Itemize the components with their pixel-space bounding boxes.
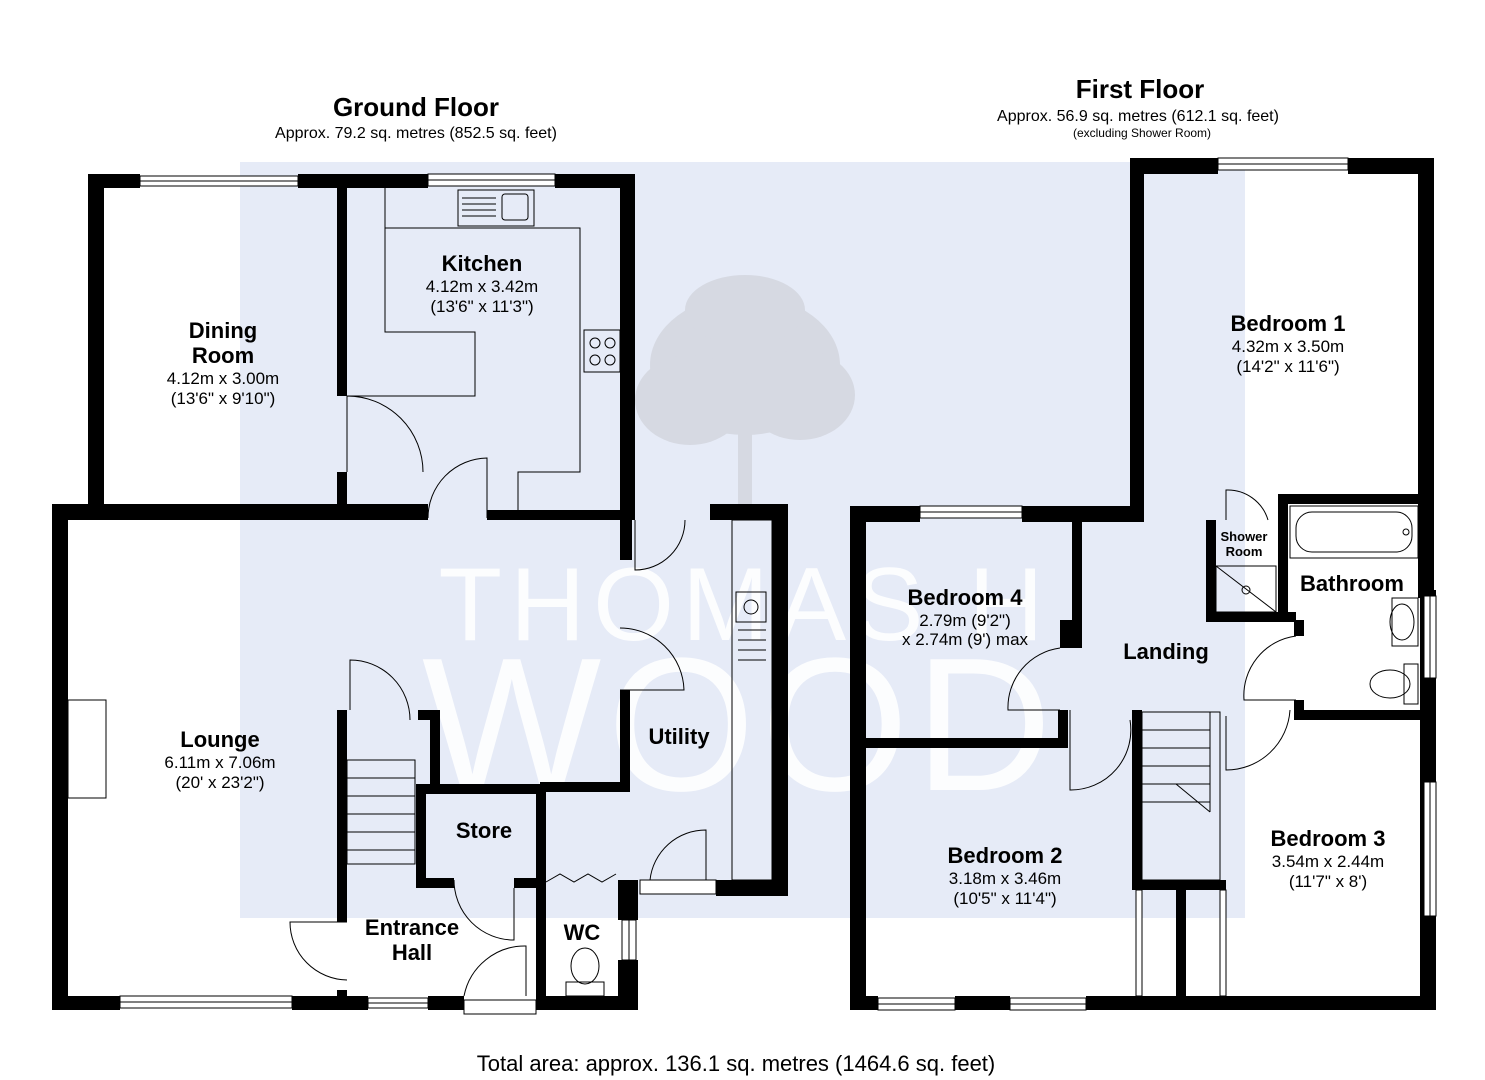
lounge-name: Lounge [180,727,259,752]
ground-floor-title: Ground Floor [333,92,499,122]
shower-room-name-1: Shower [1221,529,1268,544]
watermark-line2: WOOD [422,619,1058,831]
bedroom4-line1: 2.79m (9'2") [919,611,1010,630]
first-floor-title: First Floor [1076,74,1205,104]
bedroom3-imperial: (11'7" x 8') [1289,872,1367,891]
first-floor-doors [1007,489,1297,791]
bedroom4-line2: x 2.74m (9') max [902,630,1029,649]
dining-room-metric: 4.12m x 3.00m [167,369,279,388]
bedroom3-metric: 3.54m x 2.44m [1272,852,1384,871]
dining-room-name-2: Room [192,343,254,368]
dining-room-imperial: (13'6" x 9'10") [171,389,276,408]
bedroom1-name: Bedroom 1 [1231,311,1346,336]
ground-floor-doors [289,395,707,997]
bedroom1-imperial: (14'2" x 11'6") [1236,357,1339,376]
kitchen-imperial: (13'6" x 11'3") [430,297,533,316]
lounge-metric: 6.11m x 7.06m [164,753,275,772]
dining-room-name-1: Dining [189,318,257,343]
total-area: Total area: approx. 136.1 sq. metres (14… [477,1051,996,1076]
kitchen-name: Kitchen [442,251,523,276]
bedroom2-name: Bedroom 2 [948,843,1063,868]
wc-name: WC [564,920,601,945]
bathroom-name: Bathroom [1300,571,1404,596]
first-floor-fixtures [1141,505,1419,881]
ground-floor-area: Approx. 79.2 sq. metres (852.5 sq. feet) [275,125,557,142]
bedroom2-imperial: (10'5" x 11'4") [953,889,1056,908]
bedroom4-name: Bedroom 4 [908,585,1024,610]
entrance-hall-name-2: Hall [392,940,432,965]
store-name: Store [456,818,512,843]
bedroom3-name: Bedroom 3 [1271,826,1386,851]
utility-name: Utility [648,724,710,749]
ground-floor-windows [119,173,717,1015]
watermark-tree-logo [635,275,855,520]
kitchen-metric: 4.12m x 3.42m [426,277,538,296]
first-floor-windows [877,157,1437,1011]
ground-floor-walls [52,174,788,1010]
watermark-line1: THOMAS H [439,547,1052,663]
first-floor-note: (excluding Shower Room) [1073,126,1211,140]
bedroom2-metric: 3.18m x 3.46m [949,869,1061,888]
landing-name: Landing [1123,639,1209,664]
ground-floor-fixtures [67,188,773,997]
lounge-imperial: (20' x 23'2") [175,773,264,792]
bedroom1-metric: 4.32m x 3.50m [1232,337,1344,356]
entrance-hall-name-1: Entrance [365,915,459,940]
first-floor-area: Approx. 56.9 sq. metres (612.1 sq. feet) [997,108,1279,125]
shower-room-name-2: Room [1226,544,1263,559]
